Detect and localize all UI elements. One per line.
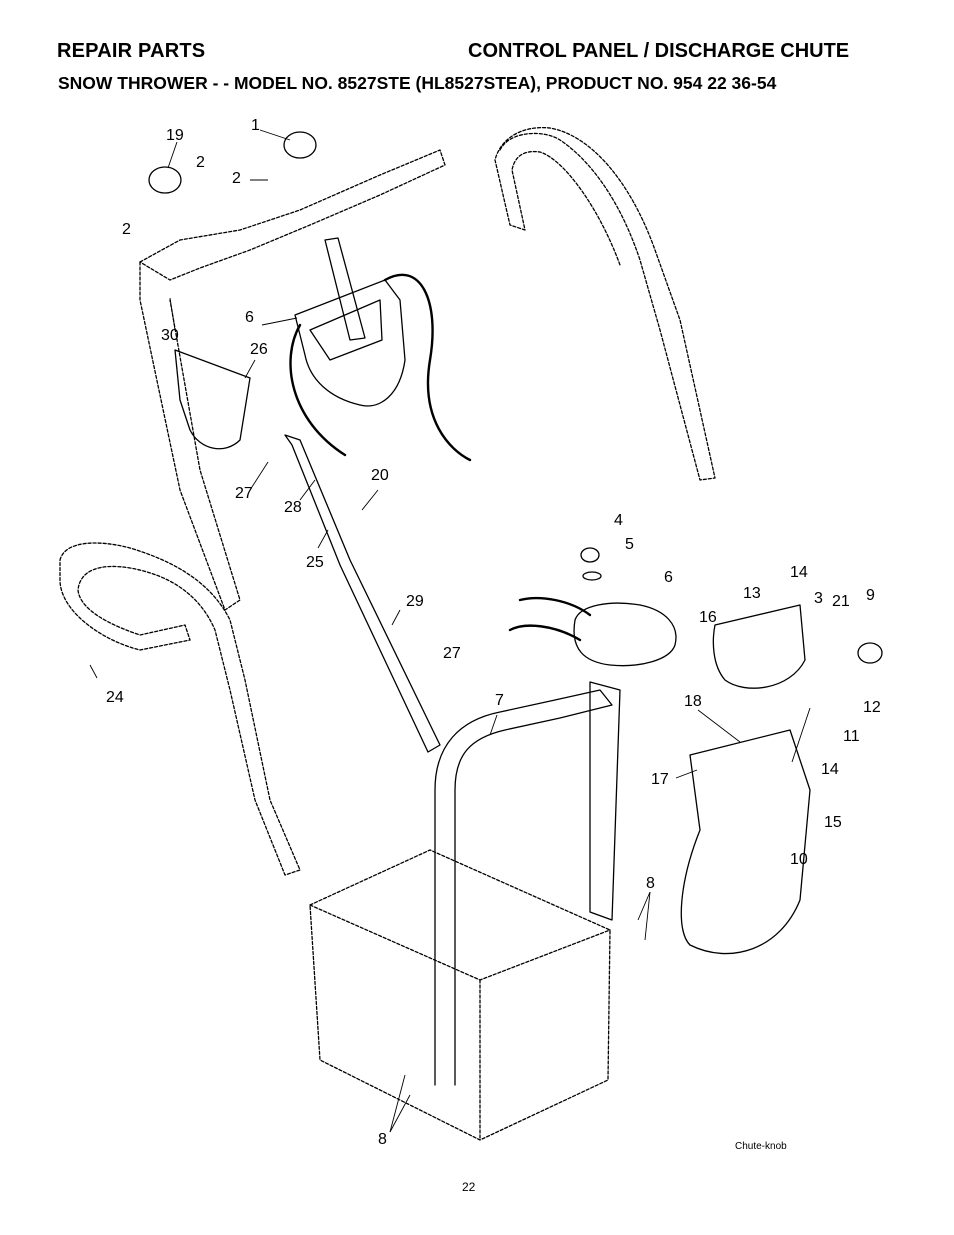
section-title: REPAIR PARTS bbox=[57, 40, 206, 62]
knob-1 bbox=[283, 131, 317, 159]
callout-24: 24 bbox=[106, 689, 124, 706]
upper-handle-left-frame bbox=[139, 261, 241, 611]
chute-cable-upper bbox=[518, 596, 592, 617]
upper-handle-right bbox=[494, 126, 716, 481]
page-number: 22 bbox=[462, 1180, 476, 1194]
callout-8: 8 bbox=[646, 875, 655, 892]
knob-19 bbox=[148, 166, 182, 194]
callout-26: 26 bbox=[250, 341, 268, 358]
lower-handle-bar bbox=[434, 689, 613, 1086]
cable-left bbox=[289, 323, 347, 457]
callout-12: 12 bbox=[863, 699, 881, 716]
lower-handle-left bbox=[59, 542, 301, 876]
model-subtitle: SNOW THROWER - - MODEL NO. 8527STE (HL85… bbox=[58, 73, 777, 93]
callout-25: 25 bbox=[306, 554, 324, 571]
handle-bracket bbox=[589, 681, 621, 921]
auger-housing bbox=[309, 849, 611, 1141]
callout-5: 5 bbox=[625, 536, 634, 553]
knob-9 bbox=[857, 642, 883, 664]
chute-rod bbox=[284, 434, 441, 753]
cable-right bbox=[383, 273, 472, 462]
callout-14: 14 bbox=[790, 564, 808, 581]
pivot-bracket bbox=[174, 349, 251, 450]
callout-6: 6 bbox=[664, 569, 673, 586]
callout-9: 9 bbox=[866, 587, 875, 604]
callout-27: 27 bbox=[235, 485, 253, 502]
chute-cable-lower bbox=[508, 624, 582, 642]
callout-13: 13 bbox=[743, 585, 761, 602]
callout-28: 28 bbox=[284, 499, 302, 516]
chute-deflector bbox=[712, 604, 806, 689]
callout-16: 16 bbox=[699, 609, 717, 626]
control-panel-face bbox=[309, 299, 383, 361]
control-panel-bracket bbox=[294, 279, 406, 407]
callout-2: 2 bbox=[122, 221, 131, 238]
upper-handle-left-outline bbox=[139, 149, 446, 281]
callout-21: 21 bbox=[832, 593, 850, 610]
callout-15: 15 bbox=[824, 814, 842, 831]
callout-20: 20 bbox=[371, 467, 389, 484]
figure-caption: Chute-knob bbox=[735, 1141, 787, 1152]
callout-18: 18 bbox=[684, 693, 702, 710]
callout-2: 2 bbox=[196, 154, 205, 171]
callout-19: 19 bbox=[166, 127, 184, 144]
callout-14: 14 bbox=[821, 761, 839, 778]
callout-6: 6 bbox=[245, 309, 254, 326]
chute-rotation-head bbox=[573, 602, 677, 667]
section-subject: CONTROL PANEL / DISCHARGE CHUTE bbox=[468, 40, 850, 62]
discharge-chute bbox=[680, 729, 811, 955]
nut-4 bbox=[580, 547, 600, 563]
callout-29: 29 bbox=[406, 593, 424, 610]
control-lever bbox=[324, 237, 366, 341]
callout-3: 3 bbox=[814, 590, 823, 607]
callout-10: 10 bbox=[790, 851, 808, 868]
callout-4: 4 bbox=[614, 512, 623, 529]
auger-housing-top bbox=[309, 904, 611, 981]
callout-17: 17 bbox=[651, 771, 669, 788]
callout-8: 8 bbox=[378, 1131, 387, 1148]
callout-7: 7 bbox=[495, 692, 504, 709]
callout-2: 2 bbox=[232, 170, 241, 187]
washer-5 bbox=[582, 571, 602, 581]
callout-30: 30 bbox=[161, 327, 179, 344]
callout-11: 11 bbox=[843, 728, 860, 745]
callout-27: 27 bbox=[443, 645, 461, 662]
callout-1: 1 bbox=[251, 117, 260, 134]
